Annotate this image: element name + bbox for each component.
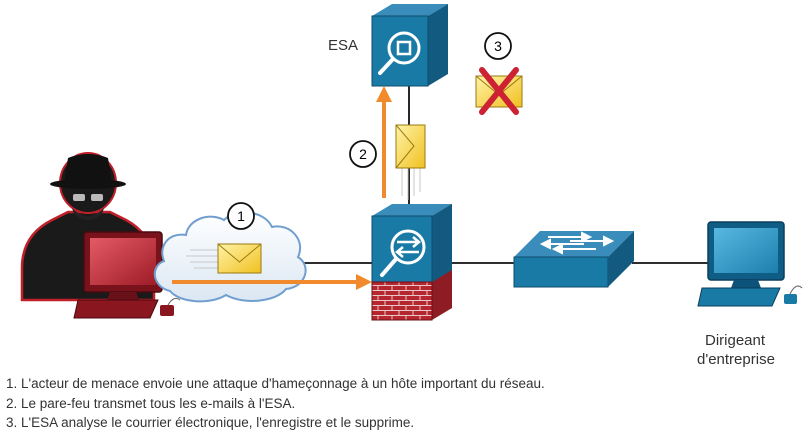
switch-icon bbox=[513, 231, 634, 288]
svg-text:3: 3 bbox=[494, 38, 502, 54]
step-marker-3: 3 bbox=[484, 32, 512, 60]
email-flow-arrow-1 bbox=[172, 274, 372, 290]
executive-label-line2: d'entreprise bbox=[697, 351, 775, 368]
step-marker-1: 1 bbox=[227, 202, 255, 230]
esa-appliance-icon bbox=[371, 4, 448, 87]
executive-computer-icon bbox=[697, 221, 803, 307]
step-marker-2: 2 bbox=[349, 140, 377, 168]
firewall-icon bbox=[371, 204, 452, 321]
email-icon-upward bbox=[395, 124, 426, 200]
svg-text:1: 1 bbox=[237, 208, 245, 224]
email-flow-arrow-2 bbox=[376, 86, 392, 198]
email-icon bbox=[186, 243, 262, 274]
network-cables bbox=[300, 86, 710, 264]
caption-step-2: 2. Le pare-feu transmet tous les e-mails… bbox=[6, 395, 296, 411]
step-captions: 1. L'acteur de menace envoie une attaque… bbox=[6, 374, 545, 433]
caption-step-3: 3. L'ESA analyse le courrier électroniqu… bbox=[6, 415, 415, 430]
attacker-computer-icon bbox=[73, 231, 181, 319]
svg-text:2: 2 bbox=[359, 146, 367, 162]
esa-label: ESA bbox=[328, 37, 359, 54]
executive-label-line1: Dirigeant bbox=[705, 332, 766, 349]
caption-step-1: 1. L'acteur de menace envoie une attaque… bbox=[6, 376, 545, 391]
deleted-email-icon bbox=[475, 67, 523, 115]
